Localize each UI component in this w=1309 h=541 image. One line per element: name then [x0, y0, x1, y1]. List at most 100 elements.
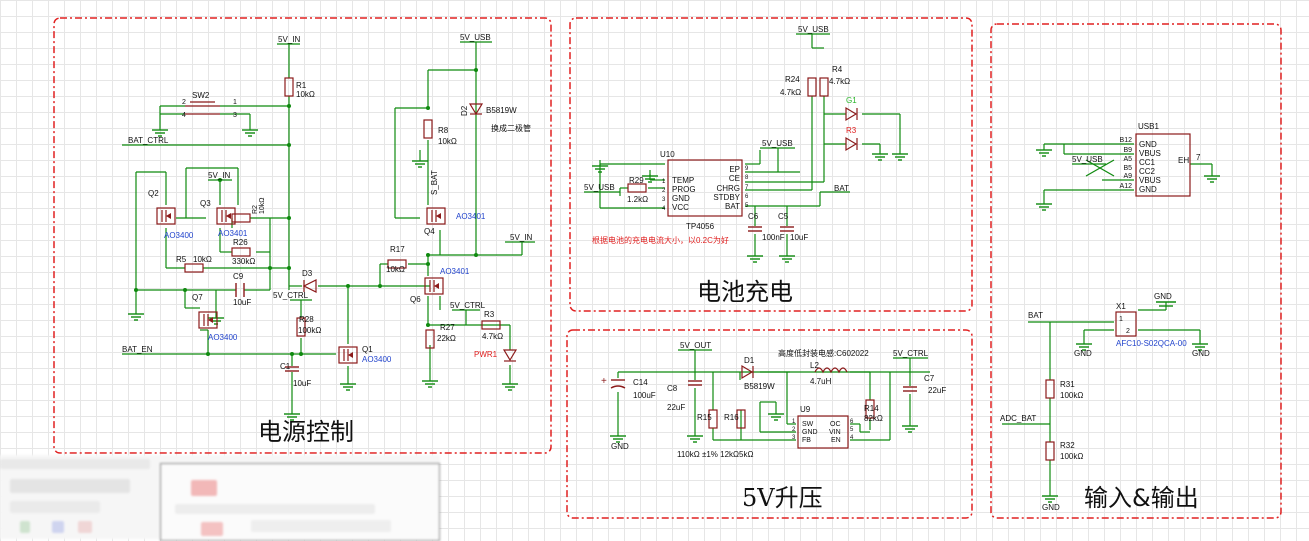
u10-pin-bat: BAT — [725, 202, 740, 211]
r29-val: 1.2kΩ — [627, 195, 648, 204]
r8-resistor — [423, 119, 433, 139]
net-5v-in-q3: 5V_IN — [208, 171, 230, 180]
sw2-p1: 1 — [233, 99, 237, 106]
c6-ref: C6 — [748, 212, 759, 221]
u9-pin-en: EN — [831, 437, 841, 444]
u10-pins-right: EP CE CHRG STDBY BAT — [713, 165, 740, 211]
r5-val: 10kΩ — [193, 255, 212, 264]
panel-frames — [53, 17, 1282, 519]
r1-val: 10kΩ — [296, 90, 315, 99]
r2-ref: R2 — [252, 205, 259, 214]
d1-ref: D1 — [744, 356, 755, 365]
c5-ref: C5 — [778, 212, 789, 221]
u9-pin-sw: SW — [802, 421, 814, 428]
r24-val: 4.7kΩ — [780, 88, 801, 97]
q1-ref: Q1 — [362, 345, 373, 354]
usb1-num-b5: B5 — [1123, 165, 1132, 172]
boost-wires — [617, 349, 930, 441]
net-5v-usb-top: 5V_USB — [460, 33, 491, 42]
u10-num-1: 1 — [662, 179, 666, 185]
usb1-pin-gnd1: GND — [1139, 140, 1157, 149]
usb1-num-a12: A12 — [1120, 183, 1133, 190]
x1-connector — [1115, 311, 1137, 337]
q4-mosfet — [426, 207, 446, 225]
net-5v-usb-charge: 5V_USB — [798, 25, 829, 34]
usb1-pin-cc1: CC1 — [1139, 158, 1156, 167]
r27-val: 22kΩ — [437, 334, 456, 343]
net-5v-usb-tp: 5V_USB — [762, 139, 793, 148]
u9-num-6: 6 — [850, 419, 854, 425]
c8-val: 22uF — [667, 403, 685, 412]
q6-ref: Q6 — [410, 295, 421, 304]
net-gnd-r32: GND — [1042, 503, 1060, 512]
r31-resistor — [1045, 379, 1055, 399]
r16-ref: R16 — [724, 413, 739, 422]
l2-ref: L2 — [810, 361, 819, 370]
net-5v-usb-conn: 5V_USB — [1072, 155, 1103, 164]
r8-ref: R8 — [438, 126, 449, 135]
c7-capacitor — [902, 386, 918, 392]
c1-ref: C1 — [280, 362, 291, 371]
u10-pin-vcc: VCC — [672, 203, 689, 212]
q2-mosfet — [156, 207, 176, 225]
u10-num-4: 4 — [662, 206, 666, 212]
q2-val: AO3400 — [164, 231, 194, 240]
q3-ref: Q3 — [200, 199, 211, 208]
q7-mosfet — [198, 311, 218, 329]
l2-inductor — [814, 367, 848, 374]
junctions — [134, 68, 478, 356]
title-power-control: 电源控制 — [258, 418, 354, 446]
usb1-ref: USB1 — [1138, 122, 1159, 131]
r15-r16-values: 110kΩ ±1% 12kΩ5kΩ — [677, 450, 753, 459]
r29-resistor — [627, 183, 647, 193]
u10-num-5: 5 — [745, 203, 749, 209]
c9-val: 10uF — [233, 298, 251, 307]
r14-val: 82kΩ — [864, 414, 883, 423]
x1-p2: 2 — [1126, 328, 1130, 335]
net-s-bat: S_BAT — [430, 170, 439, 195]
blurred-window — [160, 463, 440, 541]
net-5v-ctrl-boost: 5V_CTRL — [893, 349, 929, 358]
r31-ref: R31 — [1060, 380, 1075, 389]
u9-ref: U9 — [800, 405, 811, 414]
u9-pin-fb: FB — [802, 437, 811, 444]
u10-pin-nums-left: 1 2 3 4 — [662, 179, 666, 212]
r26-resistor — [231, 247, 251, 257]
u10-pin-temp: TEMP — [672, 176, 694, 185]
q4-ref: Q4 — [424, 227, 435, 236]
sw2-p2: 2 — [182, 99, 186, 106]
usb1-pins: GND VBUS CC1 CC2 VBUS GND EH 7 — [1139, 140, 1201, 194]
r29-ref: R29 — [629, 176, 644, 185]
usb1-pin-nums: B12 B9 A5 B5 A9 A12 — [1120, 137, 1133, 190]
u10-num-2: 2 — [662, 188, 666, 194]
u10-num-6: 6 — [745, 194, 749, 200]
charge-note: 根据电池的充电电流大小，以0.2C为好 — [592, 235, 729, 245]
r17-val: 10kΩ — [386, 265, 405, 274]
sw2-p3: 3 — [233, 112, 237, 119]
c14-capacitor — [610, 379, 626, 389]
frame-5v-boost — [566, 329, 973, 519]
net-5v-ctrl-r3: 5V_CTRL — [450, 301, 486, 310]
u9-num-2: 2 — [792, 427, 796, 433]
io-wires — [1002, 143, 1213, 490]
l2-note: 高度低封装电感:C602022 — [778, 348, 869, 358]
net-5v-in-out: 5V_IN — [510, 233, 532, 242]
r27-ref: R27 — [440, 323, 455, 332]
q6-val: AO3401 — [440, 267, 470, 276]
r1-resistor — [284, 77, 294, 97]
u10-pin-prog: PROG — [672, 185, 696, 194]
c5-capacitor — [779, 226, 795, 232]
q1-mosfet — [338, 346, 358, 364]
u9-pins: SW GND FB OC VIN EN — [802, 421, 841, 444]
usb1-pin-gnd2: GND — [1139, 185, 1157, 194]
d2-note: 换成二极管 — [491, 123, 531, 133]
r32-val: 100kΩ — [1060, 452, 1083, 461]
c9-capacitor — [235, 283, 245, 297]
c9-ref: C9 — [233, 272, 244, 281]
q7-ref: Q7 — [192, 293, 203, 302]
pwr1-led — [502, 349, 518, 362]
g1-led — [845, 106, 858, 122]
l2-val: 4.7uH — [810, 377, 832, 386]
u10-pin-ce: CE — [729, 174, 740, 183]
u10-pins-left: TEMP PROG GND VCC — [672, 176, 696, 212]
